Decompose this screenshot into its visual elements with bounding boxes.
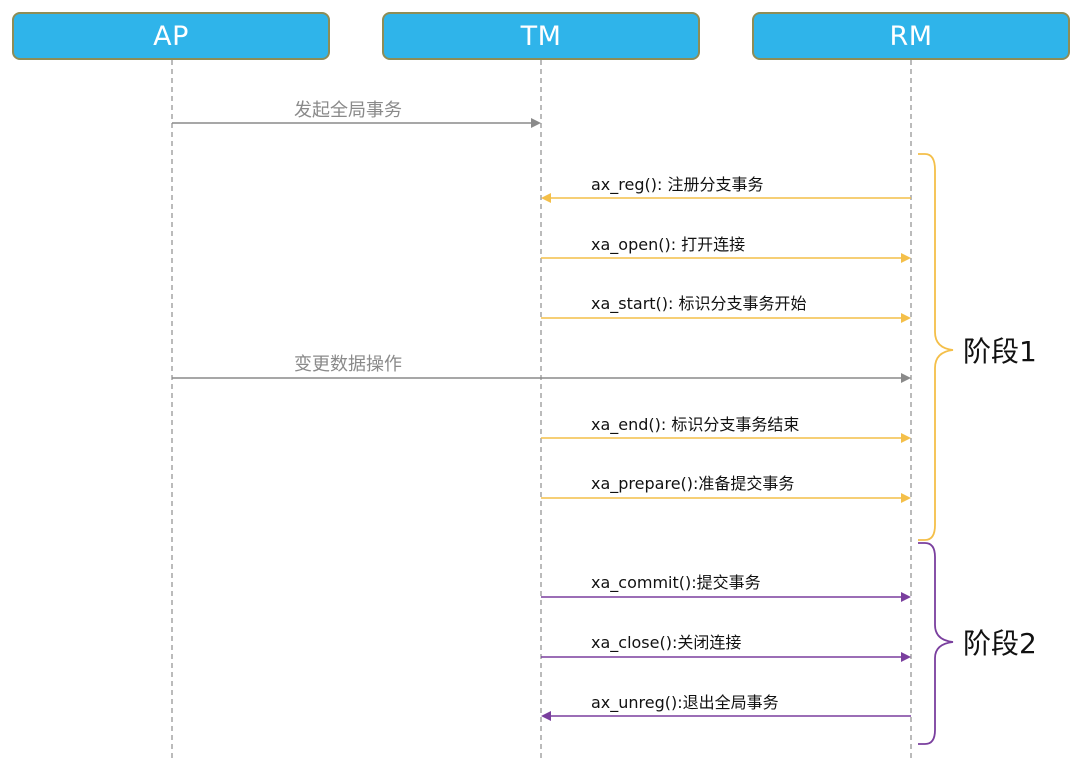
arrow-right-icon: [901, 373, 911, 383]
actor-tm: TM: [382, 12, 700, 60]
message-label: xa_start(): 标识分支事务开始: [591, 294, 807, 314]
actor-rm: RM: [752, 12, 1070, 60]
message-label: 变更数据操作: [294, 354, 402, 375]
phase-1-label: 阶段1: [963, 335, 1037, 368]
phase-2-label: 阶段2: [963, 627, 1037, 660]
message-label: xa_open(): 打开连接: [591, 235, 745, 255]
message-change-data: 变更数据操作: [172, 354, 911, 383]
message-label: 发起全局事务: [294, 100, 402, 121]
message-xa-end: xa_end(): 标识分支事务结束: [541, 415, 911, 443]
message-label: xa_close():关闭连接: [591, 633, 741, 653]
arrow-left-icon: [541, 711, 551, 721]
message-ax-reg: ax_reg(): 注册分支事务: [541, 175, 911, 203]
arrow-right-icon: [901, 253, 911, 263]
actor-ap: AP: [12, 12, 330, 60]
message-xa-open: xa_open(): 打开连接: [541, 235, 911, 263]
phase-1-group: 阶段1: [918, 153, 1037, 541]
curly-brace-icon: [918, 153, 954, 541]
arrow-right-icon: [901, 313, 911, 323]
message-xa-prepare: xa_prepare():准备提交事务: [541, 474, 911, 503]
message-xa-close: xa_close():关闭连接: [541, 633, 911, 662]
message-label: xa_commit():提交事务: [591, 573, 761, 593]
message-ax-unreg: ax_unreg():退出全局事务: [541, 693, 911, 721]
arrow-right-icon: [901, 652, 911, 662]
arrow-right-icon: [901, 592, 911, 602]
message-label: ax_reg(): 注册分支事务: [591, 175, 763, 195]
message-label: xa_prepare():准备提交事务: [591, 474, 794, 494]
actor-rm-label: RM: [889, 20, 933, 52]
message-xa-commit: xa_commit():提交事务: [541, 573, 911, 602]
actor-tm-label: TM: [520, 20, 562, 52]
arrow-right-icon: [901, 493, 911, 503]
arrow-left-icon: [541, 193, 551, 203]
curly-brace-icon: [918, 542, 954, 745]
actor-ap-label: AP: [153, 20, 189, 52]
message-label: ax_unreg():退出全局事务: [591, 693, 779, 713]
arrow-right-icon: [901, 433, 911, 443]
arrow-right-icon: [531, 118, 541, 128]
phase-2-group: 阶段2: [918, 542, 1037, 745]
message-xa-start: xa_start(): 标识分支事务开始: [541, 294, 911, 323]
message-label: xa_end(): 标识分支事务结束: [591, 415, 799, 435]
message-start-global-transaction: 发起全局事务: [172, 100, 541, 128]
